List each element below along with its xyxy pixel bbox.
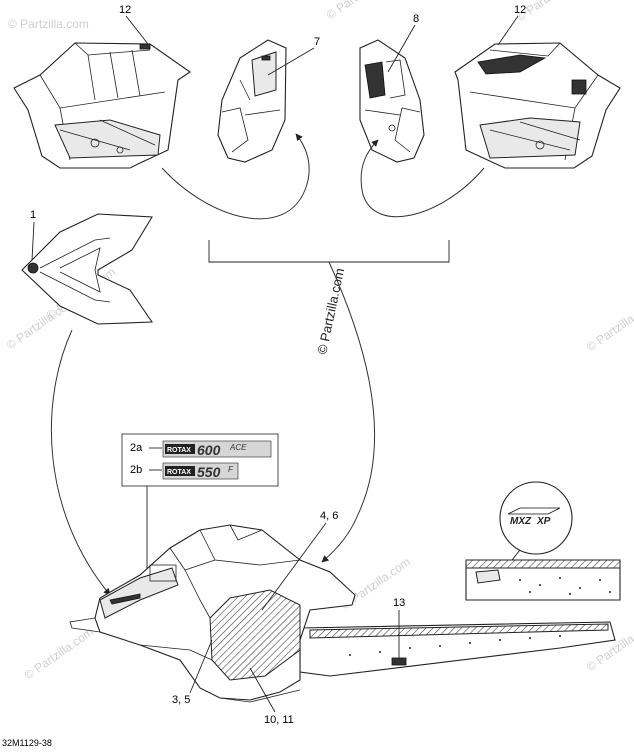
rotax-600-label: ROTAX (167, 447, 191, 454)
watermark: © Partzilla.com (8, 17, 89, 31)
figure-code: 32M1129-38 (2, 738, 52, 748)
rotax-550-label: ROTAX (167, 469, 191, 476)
rotax-600-number: 600 (197, 442, 221, 458)
mxz-logo-detail: MXZ XP (499, 481, 573, 555)
right-side-panel (454, 42, 621, 169)
callout-12-right: 12 (514, 4, 526, 16)
callout-2a: 2a (130, 442, 143, 454)
rotax-600-suffix: ACE (229, 443, 247, 452)
leader-line (31, 221, 35, 261)
callout-7: 7 (314, 36, 320, 48)
snowmobile-body (69, 524, 616, 703)
watermark: © Partzilla.com (324, 0, 398, 22)
callout-8: 8 (413, 13, 419, 25)
rotax-550-suffix: F (228, 465, 234, 474)
mxz-logo-text: MXZ (510, 516, 532, 527)
arrow-left-to-7 (161, 133, 310, 220)
rotax-600-decal: ROTAX 600 ACE (162, 440, 272, 458)
center-watermark: © Partzilla.com (314, 267, 347, 356)
rotax-550-number: 550 (197, 464, 221, 480)
leader-line (387, 24, 416, 73)
arrow-right-to-8 (360, 139, 485, 218)
watermark: © Partzilla.com (22, 625, 96, 683)
callout-13: 13 (393, 597, 405, 609)
watermark: © Partzilla.com (584, 297, 634, 355)
leader-line (497, 15, 519, 46)
leader-line (267, 47, 315, 76)
callout-3-5: 3, 5 (172, 694, 190, 706)
callout-2b: 2b (130, 464, 142, 476)
leader-line (249, 667, 276, 713)
engine-decal-box: 2a ROTAX 600 ACE 2b ROTAX 550 F (121, 433, 279, 487)
leader-line (125, 15, 149, 45)
tunnel-detail-strip (465, 559, 621, 601)
rotax-550-decal: ROTAX 550 F (162, 462, 239, 480)
callout-1: 1 (30, 209, 36, 221)
group-bracket (208, 240, 450, 263)
leader-line (261, 522, 327, 611)
arrow-nose-to-body (50, 329, 111, 596)
callout-10-11: 10, 11 (264, 714, 294, 726)
left-vent-panel (217, 39, 287, 163)
mxz-logo-suffix: XP (536, 516, 551, 527)
leader-line (189, 639, 213, 694)
arrow-group-to-body (321, 261, 376, 563)
callout-12-left: 12 (119, 4, 131, 16)
nose-piece (21, 213, 154, 325)
callout-4-6: 4, 6 (320, 510, 338, 522)
left-side-panel (13, 42, 191, 169)
right-vent-panel (359, 39, 425, 163)
